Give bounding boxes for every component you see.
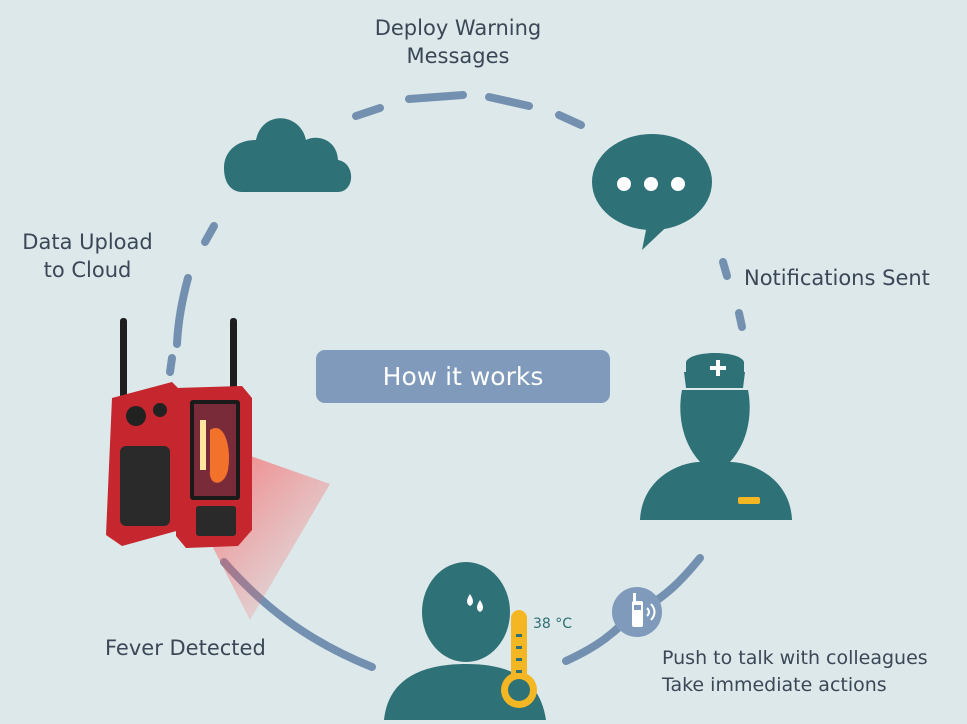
step-deploy-line-2: Messages — [406, 44, 510, 68]
thermal-device-icon — [106, 318, 330, 620]
step-fever-detected-label: Fever Detected — [105, 634, 305, 662]
how-it-works-button[interactable]: How it works — [316, 350, 610, 403]
step-upload-line-1: Data Upload — [22, 230, 153, 254]
step-deploy-line-1: Deploy Warning — [374, 16, 542, 40]
step-fever-line-1: Fever Detected — [105, 636, 266, 660]
cloud-icon — [224, 118, 352, 192]
step-notify-line-1: Notifications Sent — [744, 266, 930, 290]
patient-icon — [384, 562, 546, 720]
step-deploy-warning-label: Deploy Warning Messages — [358, 14, 558, 70]
cycle-dashes — [166, 91, 746, 376]
chat-bubble-icon — [592, 134, 712, 250]
temperature-reading: 38 °C — [533, 616, 573, 632]
step-action-line-1: Push to talk with colleagues — [662, 647, 928, 669]
step-data-upload-label: Data Upload to Cloud — [10, 228, 165, 284]
nurse-icon — [640, 353, 792, 520]
step-notifications-label: Notifications Sent — [744, 264, 966, 292]
step-action-label: Push to talk with colleagues Take immedi… — [662, 645, 962, 699]
step-upload-line-2: to Cloud — [43, 258, 132, 282]
thermometer-icon — [501, 610, 537, 708]
walkie-talkie-icon — [612, 587, 662, 637]
step-action-line-2: Take immediate actions — [662, 674, 887, 696]
